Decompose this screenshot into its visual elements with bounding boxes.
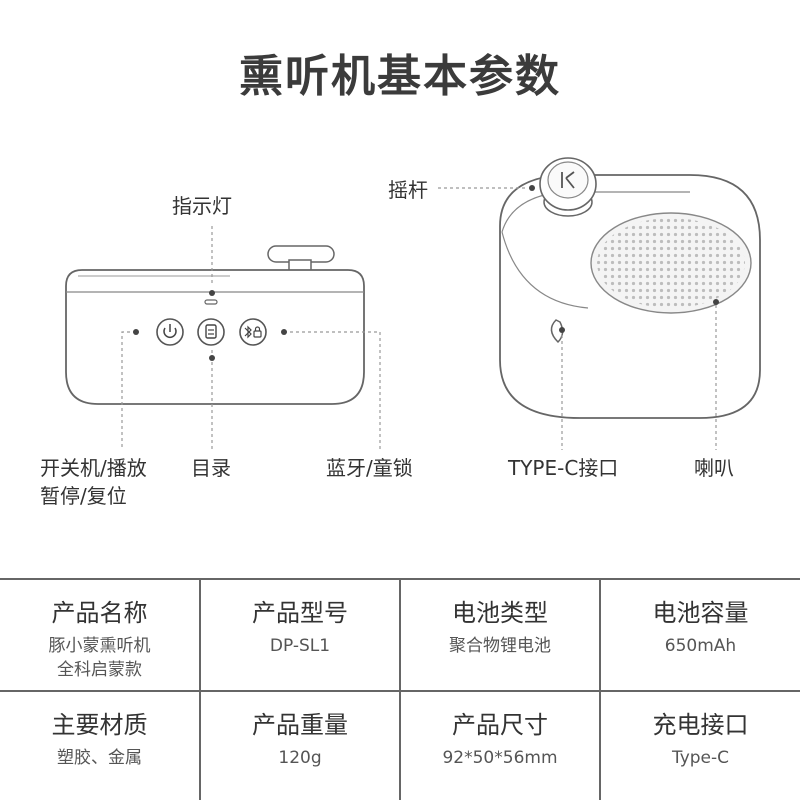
spec-cell: 电池容量 650mAh xyxy=(599,578,800,692)
spec-name: 充电接口 xyxy=(652,711,749,739)
bluetooth-label: 蓝牙/童锁 xyxy=(326,456,413,480)
spec-cell: 产品名称 豚小蒙熏听机 全科启蒙款 xyxy=(0,578,201,692)
product-illustrations xyxy=(65,157,761,450)
spec-table: 产品名称 豚小蒙熏听机 全科启蒙款 产品型号 DP-SL1 电池类型 聚合物锂电… xyxy=(0,578,800,800)
catalog-icon xyxy=(197,318,225,346)
spec-name: 产品名称 xyxy=(51,599,148,627)
speaker-label: 喇叭 xyxy=(694,456,734,480)
spec-value: 92*50*56mm xyxy=(442,748,558,768)
spec-row: 主要材质 塑胶、金属 产品重量 120g 产品尺寸 92*50*56mm 充电接… xyxy=(0,690,800,800)
spec-name: 电池容量 xyxy=(652,599,749,627)
spec-value: 650mAh xyxy=(664,636,737,656)
spec-cell: 主要材质 塑胶、金属 xyxy=(0,690,201,800)
catalog-label: 目录 xyxy=(191,456,231,480)
spec-value: 120g xyxy=(278,748,322,768)
bluetooth-lock-icon xyxy=(239,318,267,346)
spec-name: 电池类型 xyxy=(452,599,548,627)
spec-cell: 电池类型 聚合物锂电池 xyxy=(399,578,601,692)
spec-cell: 产品重量 120g xyxy=(199,690,401,800)
spec-value: DP-SL1 xyxy=(269,636,331,656)
indicator-light xyxy=(204,299,218,305)
spec-cell: 充电接口 Type-C xyxy=(599,690,800,800)
spec-cell: 产品尺寸 92*50*56mm xyxy=(399,690,601,800)
spec-value-line1: 豚小蒙熏听机 xyxy=(48,636,151,656)
spec-name: 产品尺寸 xyxy=(452,711,548,739)
spec-value: Type-C xyxy=(671,748,730,768)
front-view-device xyxy=(65,226,381,450)
typec-label: TYPE-C接口 xyxy=(508,456,619,480)
page-title: 熏听机基本参数 xyxy=(239,51,561,102)
spec-name: 产品重量 xyxy=(252,711,348,739)
spec-cell: 产品型号 DP-SL1 xyxy=(199,578,401,692)
rocker-label: 摇杆 xyxy=(388,178,428,202)
spec-value: 聚合物锂电池 xyxy=(449,636,551,656)
power-icon xyxy=(156,318,184,346)
perspective-view-device xyxy=(438,157,761,450)
spec-row: 产品名称 豚小蒙熏听机 全科启蒙款 产品型号 DP-SL1 电池类型 聚合物锂电… xyxy=(0,578,800,692)
spec-name: 产品型号 xyxy=(252,599,348,627)
spec-value: 豚小蒙熏听机 全科启蒙款 xyxy=(0,634,199,682)
power-label-line1: 开关机/播放 xyxy=(40,456,147,480)
power-label-line2: 暂停/复位 xyxy=(40,484,127,508)
spec-value: 塑胶、金属 xyxy=(57,748,142,768)
spec-name: 主要材质 xyxy=(51,711,148,739)
indicator-label: 指示灯 xyxy=(172,194,232,218)
spec-value-line2: 全科启蒙款 xyxy=(57,660,142,680)
typec-port xyxy=(550,319,564,344)
logo-mark-icon xyxy=(561,171,575,189)
